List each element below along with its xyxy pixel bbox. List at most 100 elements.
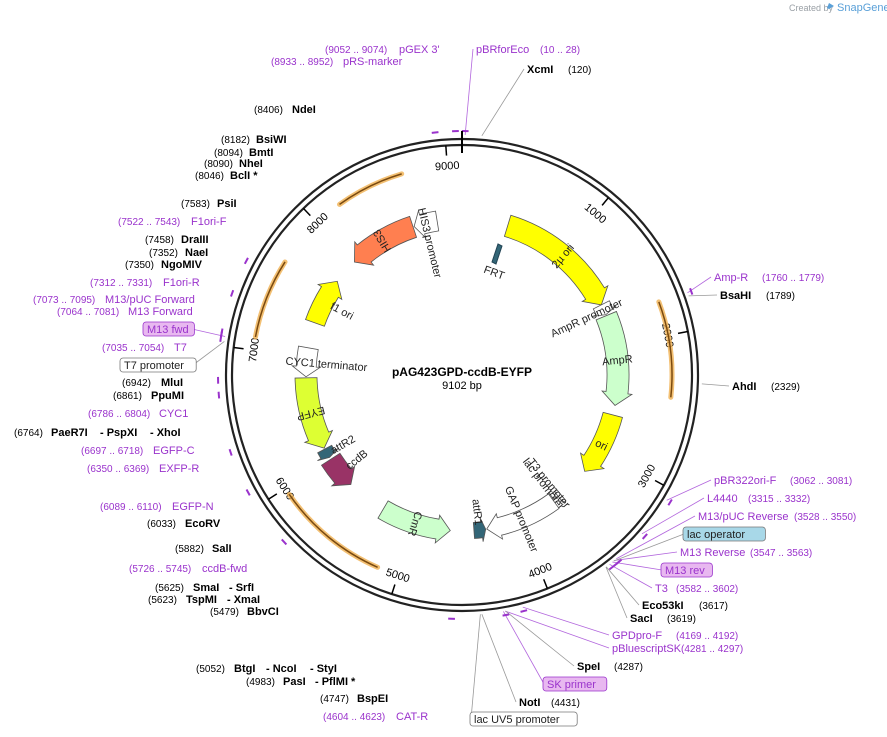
enzyme-label: NheI [239, 158, 263, 170]
primer-label: CYC1 [159, 408, 188, 420]
primer-range: (10 .. 28) [540, 45, 580, 56]
enzyme-label: - StyI [310, 663, 337, 675]
label-connector [614, 551, 678, 561]
label-connector [666, 479, 712, 501]
site-position: (6942) [122, 378, 151, 389]
feature-tag-box [682, 526, 766, 542]
primer-range: (7522 .. 7543) [118, 217, 180, 228]
site-position: (5052) [196, 664, 225, 675]
site-position: (5882) [175, 544, 204, 555]
site-position: (3619) [667, 614, 696, 625]
label-connector [503, 611, 545, 685]
primer-marker [641, 533, 648, 540]
primer-range: (6697 .. 6718) [81, 446, 143, 457]
enzyme-label: PaeR7I [51, 427, 88, 439]
primer-label: Amp-R [714, 272, 748, 284]
label-connector [688, 294, 718, 297]
feature-his3-promoter: HIS3 promoter [413, 207, 444, 280]
feature-arrow [377, 500, 451, 544]
primer-range: (4169 .. 4192) [676, 631, 738, 642]
enzyme-label: XcmI [527, 64, 553, 76]
primer-label: F1ori-R [163, 277, 200, 289]
primer-range: (3547 .. 3563) [750, 548, 812, 559]
tick-label: 3000 [636, 463, 658, 490]
site-position: (3617) [699, 601, 728, 612]
enzyme-label: BmtI [249, 147, 273, 159]
primer-marker [667, 498, 673, 506]
enzyme-label: BsiWI [256, 134, 287, 146]
primer-range: (3315 .. 3332) [748, 494, 810, 505]
enzyme-label: AhdI [732, 381, 756, 393]
primer-marker [689, 287, 694, 295]
feature-tag: SK primer [547, 679, 596, 691]
primer-range: (1760 .. 1779) [762, 273, 824, 284]
feature-arrow [592, 300, 617, 317]
enzyme-label: EcoRV [185, 518, 221, 530]
label-connector [192, 341, 225, 366]
enzyme-label: Eco53kI [642, 600, 684, 612]
site-position: (6861) [113, 391, 142, 402]
tick-label: 1000 [582, 201, 609, 226]
primer-range: (6089 .. 6110) [100, 502, 162, 513]
primer-label: M13/pUC Reverse [698, 511, 788, 523]
feature-arrow [320, 452, 356, 487]
feature-arrow [553, 489, 567, 504]
label-layer: (9052 .. 9074)pGEX 3'pBRforEco(10 .. 28)… [14, 44, 856, 727]
primer-range: (4281 .. 4297) [681, 644, 743, 655]
enzyme-label: BtgI [234, 663, 255, 675]
feature-label: attR1 [469, 498, 484, 526]
feature-arrow [354, 215, 418, 266]
label-connector [464, 48, 474, 136]
feature-tag: T7 promoter [124, 360, 184, 372]
site-position: (4747) [320, 694, 349, 705]
credit-brand: SnapGene [837, 2, 887, 14]
enzyme-label: MluI [161, 377, 183, 389]
enzyme-label: - NcoI [266, 663, 297, 675]
primer-label: CAT-R [396, 711, 428, 723]
tick-mark [542, 578, 549, 589]
plasmid-length: 9102 bp [442, 380, 482, 392]
site-position: (6764) [14, 428, 43, 439]
primer-marker [228, 448, 233, 456]
feature-attr1: attR1 [469, 498, 487, 542]
primer-marker [245, 489, 251, 496]
primer-label: GPDpro-F [612, 630, 662, 642]
feature-tag: lac operator [687, 529, 745, 541]
label-connector [616, 515, 696, 560]
feature-label: CYC1 terminator [285, 356, 368, 375]
primer-range: (3062 .. 3081) [790, 476, 852, 487]
label-connector [641, 497, 705, 535]
tick-mark [677, 330, 688, 335]
primer-marker [615, 558, 623, 565]
primer-label: pRS-marker [343, 56, 403, 68]
enzyme-label: TspMI [186, 594, 217, 606]
feature-arrow [472, 517, 487, 542]
primer-range: (6786 .. 6804) [88, 409, 150, 420]
feature-label: AmpR [602, 353, 634, 368]
enzyme-label: BsaHI [720, 290, 751, 302]
tick-mark [654, 479, 665, 486]
site-position: (5625) [155, 583, 184, 594]
feature-ori: ori [579, 411, 623, 472]
site-position: (8046) [195, 171, 224, 182]
primer-label: EGFP-N [172, 501, 214, 513]
tick-label: 9000 [435, 160, 460, 174]
primer-range: (7035 .. 7054) [102, 343, 164, 354]
label-connector [612, 561, 663, 571]
primer-range: (9052 .. 9074) [325, 45, 387, 56]
site-position: (7458) [145, 235, 174, 246]
primer-label: pBRforEco [476, 44, 529, 56]
primer-label: T7 [174, 342, 187, 354]
label-connector [609, 563, 653, 589]
feature-tag-box [660, 562, 713, 578]
enzyme-label: PsiI [217, 198, 237, 210]
label-connector [505, 610, 610, 649]
feature-arrow [305, 280, 343, 327]
primer-marker [502, 613, 510, 617]
tick-label: 7000 [247, 337, 262, 363]
tick-label: 4000 [527, 561, 554, 581]
primer-label: EXFP-R [159, 463, 199, 475]
orf-arc [337, 171, 405, 207]
site-position: (8090) [204, 159, 233, 170]
